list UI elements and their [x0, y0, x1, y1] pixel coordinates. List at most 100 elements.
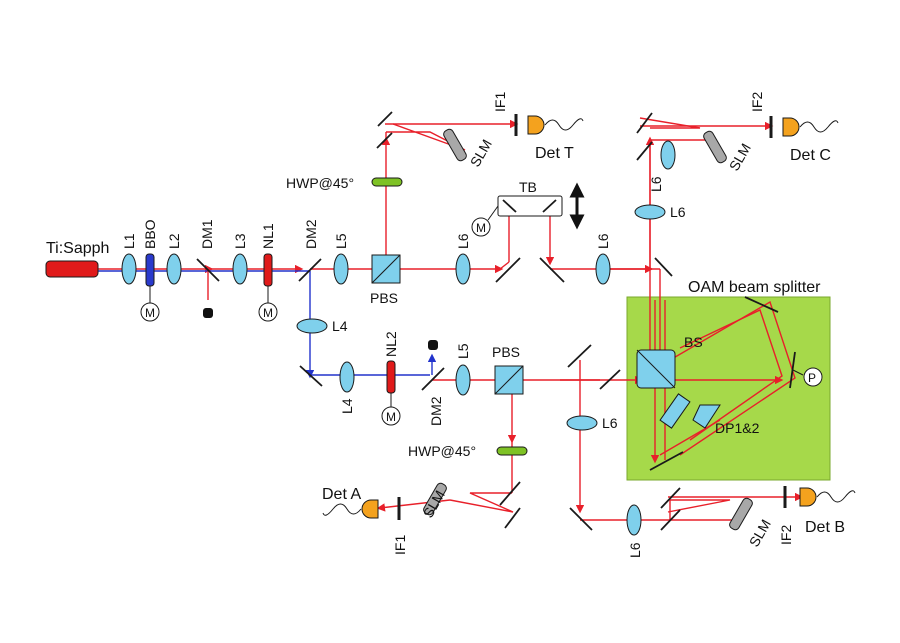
- mirror-oam-right: [789, 351, 796, 389]
- tb-motor-symbol: M: [476, 221, 486, 235]
- nl1-motor-icon: [258, 302, 278, 322]
- nonlinear-crystal-NL1: [263, 253, 273, 287]
- lens-L2: [166, 253, 182, 285]
- piezo-symbol: P: [808, 371, 816, 385]
- lens-L6-bottom: [626, 504, 642, 536]
- trombone-delay-TB: [497, 195, 563, 217]
- lens-L6-mid2: [595, 253, 611, 285]
- slm-B: [729, 497, 753, 531]
- mirror-C-2: [636, 141, 653, 161]
- mirror-B-1: [660, 509, 681, 531]
- if1-top-label: IF1: [492, 92, 508, 112]
- lens-L6-mid: [455, 253, 471, 285]
- piezo-icon: [803, 367, 823, 387]
- dm2-top-label: DM2: [303, 219, 319, 249]
- mirror-A-1: [499, 481, 521, 506]
- lens-L4-horizontal: [339, 361, 355, 393]
- dove-prism-2: [692, 404, 721, 429]
- bbo-motor-icon: [140, 302, 160, 322]
- hwp-bottom-label: HWP@45°: [408, 443, 476, 459]
- det-a-label: Det A: [322, 486, 361, 503]
- slm-top: [443, 128, 467, 162]
- bs-label: BS: [684, 334, 703, 350]
- lens-L6-lower: [566, 415, 598, 431]
- slm-top-label: SLM: [467, 137, 495, 170]
- pbs-bottom-label: PBS: [492, 344, 520, 360]
- nl2-label: NL2: [383, 331, 399, 357]
- mirror-lower-left: [567, 344, 592, 368]
- detector-T: [527, 115, 545, 135]
- lens-L6-bottom-label: L6: [627, 542, 643, 558]
- beam-dump-1-icon: [203, 308, 213, 318]
- lens-L1: [121, 253, 137, 285]
- dm1-label: DM1: [199, 219, 215, 249]
- nonlinear-crystal-NL2: [386, 360, 396, 394]
- dichroic-mirror-DM2-top: [298, 258, 322, 282]
- dichroic-mirror-DM2-bottom: [421, 367, 445, 391]
- det-b-label: Det B: [805, 519, 845, 536]
- detector-B: [799, 487, 817, 507]
- lens-L4-a-label: L4: [332, 318, 348, 334]
- mirror-B-2: [660, 487, 681, 509]
- detector-C: [782, 117, 800, 137]
- beam-dump-2-icon: [428, 340, 438, 350]
- lens-L4-vertical: [296, 318, 328, 334]
- mirror-pump-corner: [299, 365, 323, 387]
- mirror-oam-bottom: [649, 451, 684, 471]
- nl2-motor-symbol: M: [386, 410, 396, 424]
- lens-L6-mid2-label: L6: [595, 233, 611, 249]
- mirror-right-upper: [654, 257, 673, 277]
- if1-bottom-label: IF1: [392, 535, 408, 555]
- lens-L4-b-label: L4: [339, 398, 355, 414]
- nl1-motor-symbol: M: [263, 306, 273, 320]
- tb-motor-icon: [471, 217, 491, 237]
- slm-b-label: SLM: [746, 517, 774, 550]
- mirror-top-1: [377, 111, 393, 127]
- mirror-bottom-corner: [569, 507, 593, 531]
- bbo-label: BBO: [142, 219, 158, 249]
- detector-A: [361, 499, 379, 519]
- mirror-oam-top: [744, 296, 779, 313]
- lens-L6-vertical-label: L6: [670, 204, 686, 220]
- laser-body: [45, 260, 99, 278]
- mirror-tb-in: [495, 257, 521, 283]
- lens-L6-lower-label: L6: [602, 415, 618, 431]
- hwp-top-label: HWP@45°: [286, 175, 354, 191]
- lens-L5-bottom-label: L5: [455, 343, 471, 359]
- hwp-bottom: [496, 446, 528, 456]
- lens-L6-vertical: [634, 204, 666, 220]
- lens-L5-top: [333, 253, 349, 285]
- tb-label: TB: [519, 179, 537, 195]
- oam-beam-splitter-label: OAM beam splitter: [688, 279, 821, 296]
- lens-L3-label: L3: [232, 233, 248, 249]
- det-t-label: Det T: [535, 145, 574, 162]
- nl1-label: NL1: [260, 223, 276, 249]
- laser-label: Ti:Sapph: [46, 240, 109, 257]
- if2-bottom-label: IF2: [778, 525, 794, 545]
- lens-L5-bottom: [455, 364, 471, 396]
- lens-L2-label: L2: [166, 233, 182, 249]
- lens-L6-mid-label: L6: [455, 233, 471, 249]
- det-c-label: Det C: [790, 147, 831, 164]
- pbs-top-label: PBS: [370, 290, 398, 306]
- lens-L6-vertical2: [660, 140, 676, 170]
- mirror-tb-out: [539, 257, 565, 283]
- hwp-top: [371, 177, 403, 187]
- mirror-top-2: [376, 132, 393, 149]
- mirror-C-1: [636, 112, 653, 134]
- slm-c-label: SLM: [726, 141, 754, 174]
- bbo-motor-symbol: M: [145, 306, 155, 320]
- dp-label: DP1&2: [715, 420, 760, 436]
- dm2-bottom-label: DM2: [428, 396, 444, 426]
- bbo-crystal: [145, 253, 155, 287]
- dichroic-mirror-DM1: [196, 258, 220, 282]
- slm-A: [423, 482, 447, 516]
- mirror-lower-mid: [599, 369, 621, 390]
- lens-L1-label: L1: [121, 233, 137, 249]
- lens-L6-vertical2-label: L6: [648, 176, 664, 192]
- slm-C: [703, 130, 727, 164]
- dove-prism-1: [659, 393, 691, 429]
- if2-top-label: IF2: [749, 92, 765, 112]
- nl2-motor-icon: [381, 406, 401, 426]
